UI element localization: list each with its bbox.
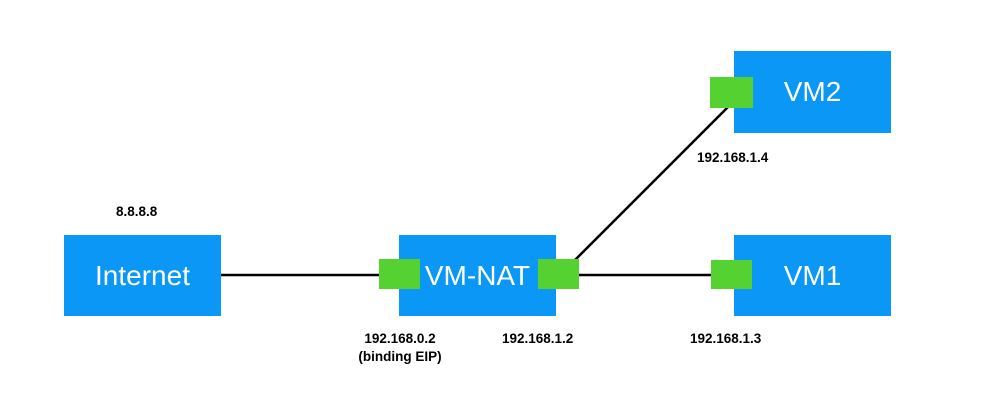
vm2-ip-label: 192.168.1.4 (697, 150, 769, 165)
vm1-port (711, 260, 752, 289)
internet-node: Internet (64, 235, 221, 316)
vm-nat-binding-note: (binding EIP) (358, 349, 442, 364)
vm-nat-external-port (379, 259, 420, 289)
vm1-node: VM1 (734, 235, 891, 316)
vm1-label: VM1 (783, 259, 842, 291)
vm-nat-node: VM-NAT (399, 235, 556, 316)
vm-nat-label: VM-NAT (424, 259, 531, 291)
internet-label: Internet (95, 259, 190, 291)
vm-nat-internal-port (538, 259, 579, 289)
internet-ip-label: 8.8.8.8 (116, 204, 158, 219)
link-nat-to-vm2 (573, 106, 729, 262)
vm2-node: VM2 (734, 51, 891, 133)
vm2-port (710, 77, 753, 108)
vm-nat-external-ip-label: 192.168.0.2 (binding EIP) (340, 330, 460, 366)
vm-nat-external-ip: 192.168.0.2 (364, 331, 436, 346)
vm1-ip-label: 192.168.1.3 (690, 331, 762, 346)
vm-nat-internal-ip-label: 192.168.1.2 (502, 331, 574, 346)
vm2-label: VM2 (783, 76, 842, 107)
